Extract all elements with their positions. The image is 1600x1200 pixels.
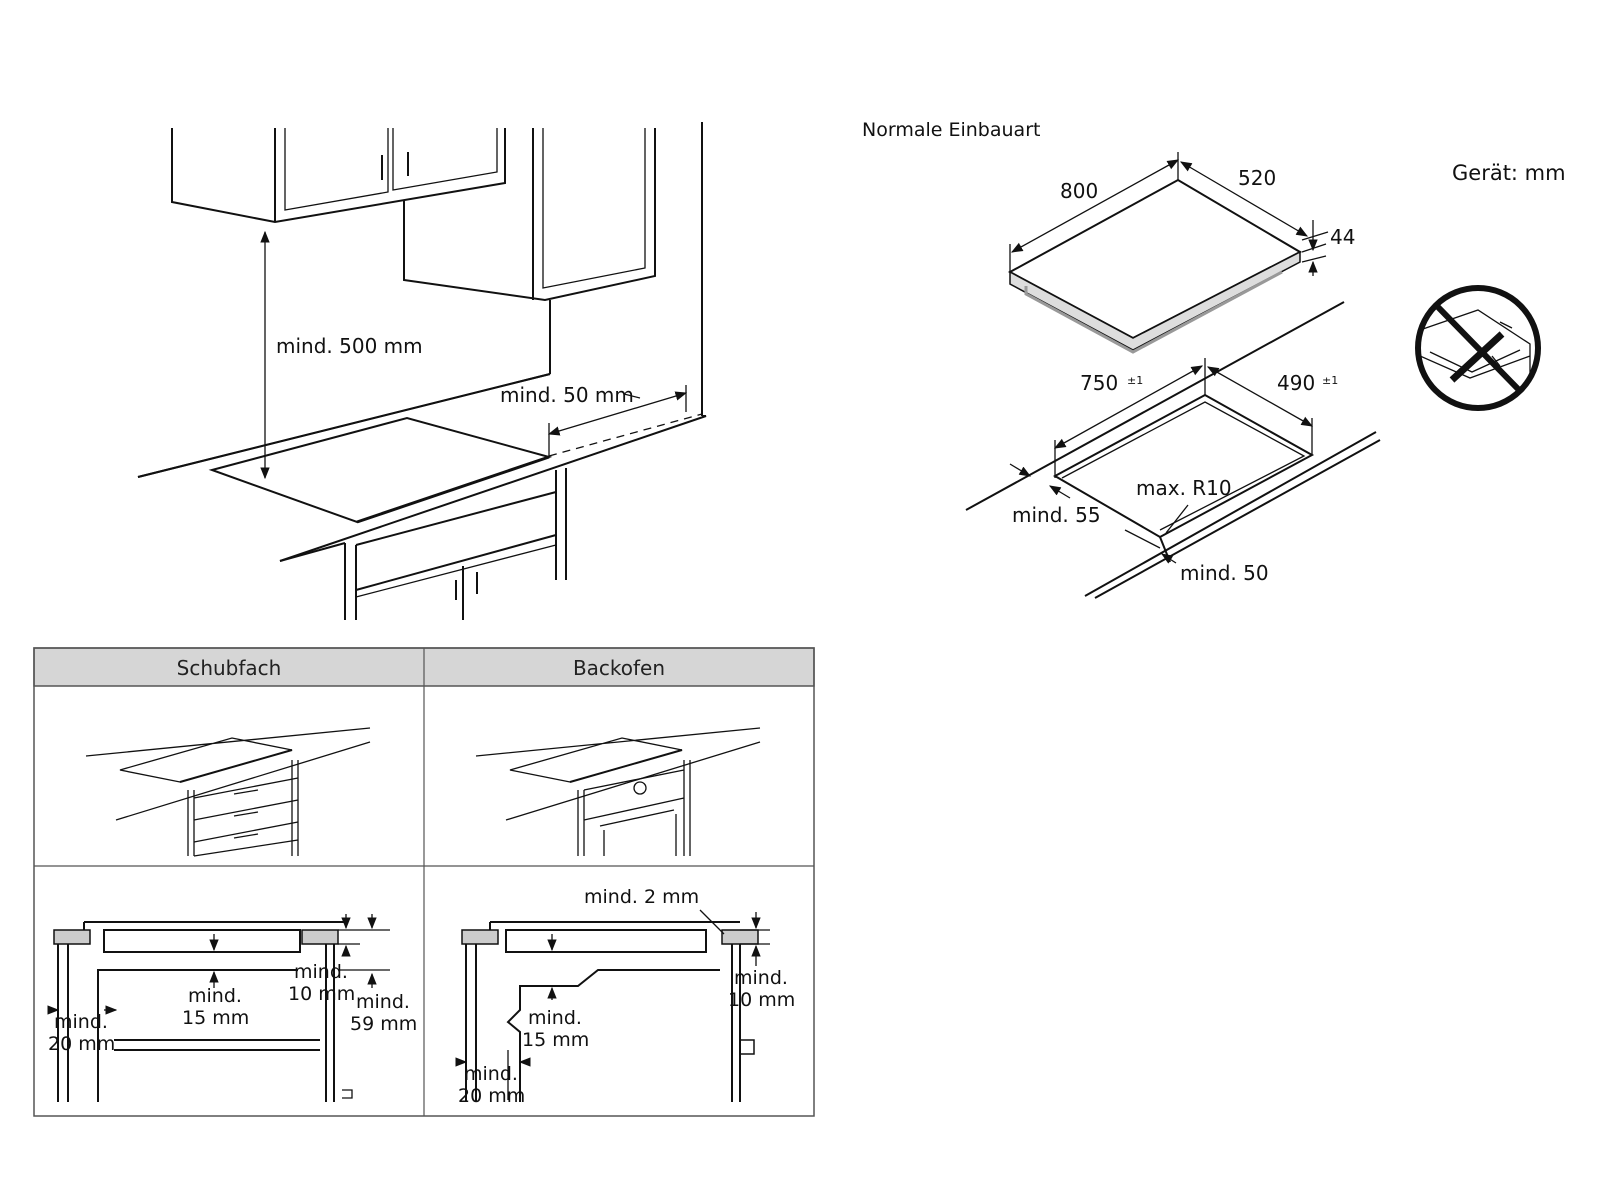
oven-side-l2: 10 mm (728, 989, 795, 1011)
oven-front-l1: mind. (464, 1063, 518, 1085)
oven-side-l1: mind. (734, 967, 788, 989)
drawer-under-l1: mind. (188, 985, 242, 1007)
drawer-front-l1: mind. (54, 1011, 108, 1033)
drawer-depth-l2: 59 mm (350, 1013, 417, 1035)
height-label: mind. 500 mm (276, 334, 423, 358)
device-depth: 520 (1238, 166, 1276, 190)
device-drawing: 800 520 44 (1007, 152, 1355, 354)
drawer-side-l2: 10 mm (288, 983, 355, 1005)
no-sealant-icon (1415, 285, 1541, 411)
cutout-front-gap: mind. 55 (1012, 503, 1101, 527)
drawer-thumbnail (85, 727, 371, 857)
cutout-radius: max. R10 (1136, 476, 1232, 500)
cutout-width: 750 (1080, 371, 1118, 395)
oven-front-l2: 20 mm (458, 1085, 525, 1107)
unit-label: Gerät: mm (1452, 161, 1566, 185)
col-header-drawer: Schubfach (177, 656, 282, 680)
device-height: 44 (1330, 225, 1355, 249)
cutout-width-tol: ±1 (1127, 374, 1143, 387)
installation-table: Schubfach Backofen (33, 647, 815, 1117)
cutout-depth: 490 (1277, 371, 1315, 395)
install-type-title: Normale Einbauart (862, 119, 1040, 141)
device-width: 800 (1060, 179, 1098, 203)
oven-section: mind. 2 mm mind. 10 mm mind. 15 mm mind.… (455, 886, 795, 1107)
drawer-depth-l1: mind. (356, 991, 410, 1013)
cutout-depth-tol: ±1 (1322, 374, 1338, 387)
cutout-rear-gap: mind. 50 (1180, 561, 1269, 585)
oven-top-gap: mind. 2 mm (584, 886, 699, 908)
cutout-drawing: 750 ±1 490 ±1 max. R10 mind. 55 mind. 50 (965, 301, 1381, 599)
drawer-front-l2: 20 mm (48, 1033, 115, 1055)
oven-thumbnail (475, 727, 761, 856)
oven-under-l1: mind. (528, 1007, 582, 1029)
kitchen-illustration: mind. 500 mm mind. 50 mm (137, 122, 707, 620)
drawer-under-l2: 15 mm (182, 1007, 249, 1029)
side-gap-label: mind. 50 mm (500, 383, 634, 407)
oven-under-l2: 15 mm (522, 1029, 589, 1051)
col-header-oven: Backofen (573, 656, 665, 680)
drawer-side-l1: mind. (294, 961, 348, 983)
drawer-section: mind. 15 mm mind. 10 mm mind. 59 mm mind… (47, 914, 417, 1102)
